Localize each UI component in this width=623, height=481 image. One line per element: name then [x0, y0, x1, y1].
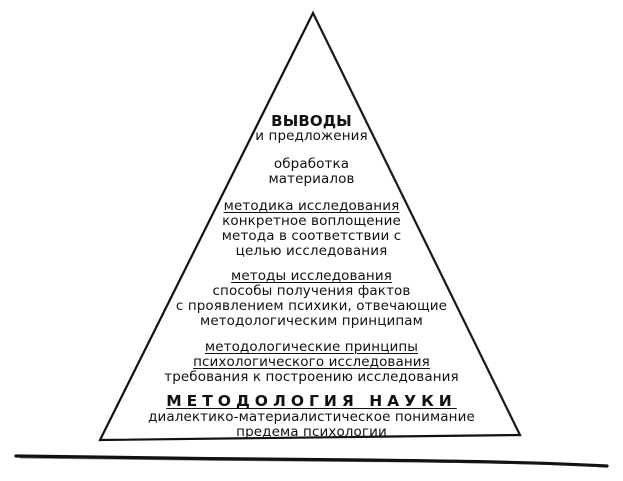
level-principles-heading1: методологические принципы	[204, 339, 419, 355]
level-science-line3: предема психологии	[236, 424, 387, 440]
level-principles-line3: требования к построению исследования	[164, 369, 459, 385]
level-methods-line2: способы получения фактов	[212, 283, 411, 299]
ground-line	[14, 454, 609, 468]
level-methods-line3: с проявлением психики, отвечающие	[175, 298, 448, 314]
level-conclusions-subtitle: и предложения	[255, 128, 368, 144]
level-methods-line4: методологическим принципам	[200, 313, 423, 329]
level-processing-line2: материалов	[268, 171, 355, 187]
level-procedure-line4: целью исследования	[235, 243, 388, 259]
pyramid-triangle-shadow	[313, 14, 522, 437]
level-science-heading: МЕТОДОЛОГИЯ НАУКИ	[166, 392, 457, 410]
level-principles-heading2: психологического исследования	[193, 354, 430, 370]
level-conclusions-title: ВЫВОДЫ	[271, 112, 352, 130]
ground-line-rough	[19, 457, 605, 468]
level-procedure-line3: метода в соответствии с	[221, 228, 402, 244]
level-procedure-line2: конкретное воплощение	[222, 213, 401, 229]
level-methods-heading: методы исследования	[231, 268, 392, 284]
level-processing-line1: обработка	[273, 156, 350, 172]
level-science-line2: диалектико-материалистическое понимание	[148, 409, 475, 425]
level-procedure-heading: методика исследования	[223, 198, 400, 214]
